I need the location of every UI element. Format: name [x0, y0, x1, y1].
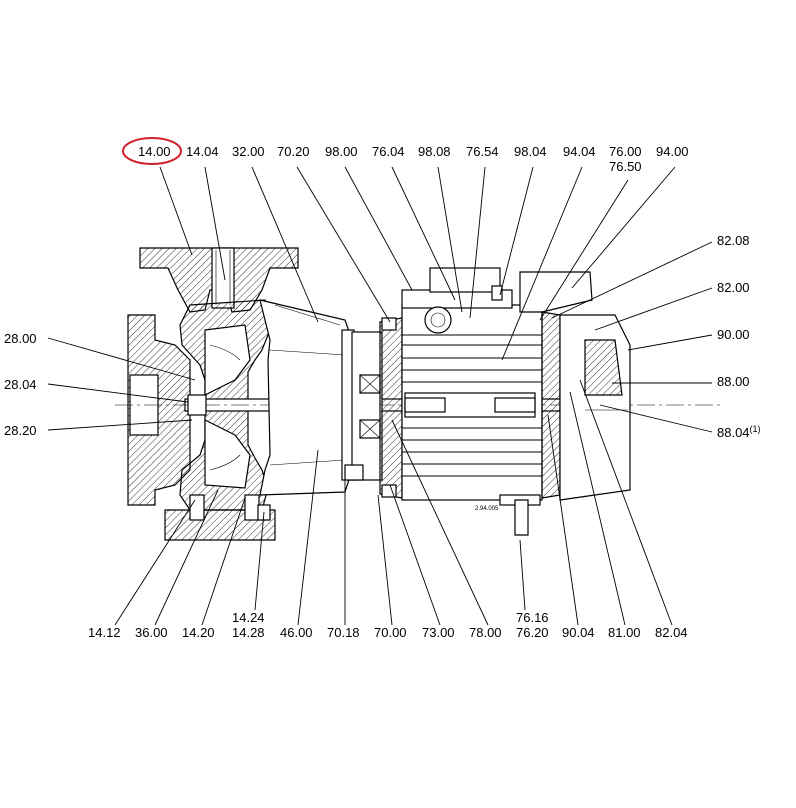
highlight-ellipse [122, 137, 182, 165]
label-82-08: 82.08 [717, 233, 750, 248]
label-70-00: 70.00 [374, 625, 407, 640]
label-32-00: 32.00 [232, 144, 265, 159]
label-14-04: 14.04 [186, 144, 219, 159]
cooling-fins [402, 334, 542, 477]
label-76-04: 76.04 [372, 144, 405, 159]
label-81-00: 81.00 [608, 625, 641, 640]
label-14-28: 14.28 [232, 625, 265, 640]
footnote-marker: (1) [750, 424, 761, 434]
label-90-00: 90.00 [717, 327, 750, 342]
drawing-code: 2.94.005 [475, 506, 499, 512]
motor-end-shield-front [379, 317, 403, 499]
label-76-20: 76.20 [516, 625, 549, 640]
label-70-18: 70.18 [327, 625, 360, 640]
right-labels: 82.08 82.00 90.00 88.00 88.04(1) [717, 233, 761, 440]
label-82-00: 82.00 [717, 280, 750, 295]
label-98-04: 98.04 [514, 144, 547, 159]
label-76-16: 76.16 [516, 610, 549, 625]
label-98-08: 98.08 [418, 144, 451, 159]
label-14-20: 14.20 [182, 625, 215, 640]
label-73-00: 73.00 [422, 625, 455, 640]
label-28-00: 28.00 [4, 331, 37, 346]
label-36-00: 36.00 [135, 625, 168, 640]
label-76-50: 76.50 [609, 159, 642, 174]
label-94-00: 94.00 [656, 144, 689, 159]
terminal-box [519, 271, 593, 313]
label-28-20: 28.20 [4, 423, 37, 438]
label-78-00: 78.00 [469, 625, 502, 640]
pump-drawing: 2.94.005 [115, 247, 720, 541]
bottom-labels: 14.12 36.00 14.20 14.24 14.28 46.00 70.1… [88, 610, 688, 640]
label-14-24: 14.24 [232, 610, 265, 625]
label-94-04: 94.04 [563, 144, 596, 159]
left-labels: 28.00 28.04 28.20 [4, 331, 37, 438]
fan [584, 339, 623, 396]
label-46-00: 46.00 [280, 625, 313, 640]
label-76-54: 76.54 [466, 144, 499, 159]
lantern-bracket [259, 299, 353, 496]
label-88-00: 88.00 [717, 374, 750, 389]
label-70-20: 70.20 [277, 144, 310, 159]
label-98-00: 98.00 [325, 144, 358, 159]
label-88-04: 88.04(1) [717, 424, 761, 440]
label-82-04: 82.04 [655, 625, 688, 640]
label-76-00: 76.00 [609, 144, 642, 159]
leader-lines [47, 166, 713, 626]
label-90-04: 90.04 [562, 625, 595, 640]
motor-end-shield-rear [541, 311, 561, 499]
label-14-00: 14.00 [138, 144, 171, 159]
label-14-12: 14.12 [88, 625, 121, 640]
label-28-04: 28.04 [4, 377, 37, 392]
top-labels: 14.04 32.00 70.20 98.00 76.04 98.08 76.5… [186, 144, 689, 174]
